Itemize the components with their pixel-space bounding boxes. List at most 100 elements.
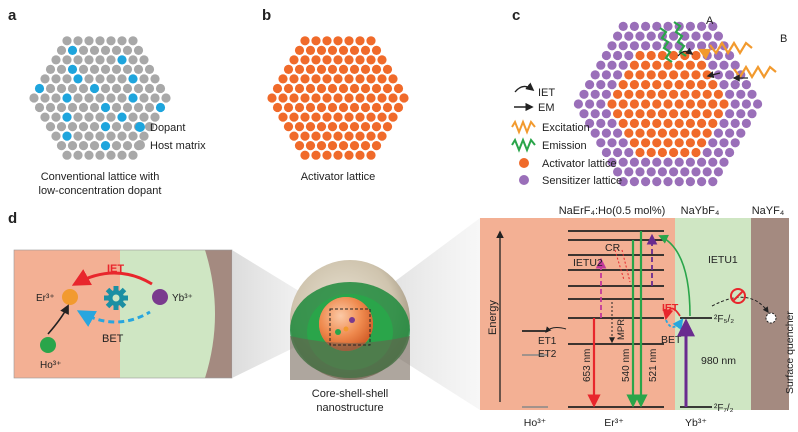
lattice-ion <box>128 112 138 122</box>
lattice-ion <box>680 167 690 177</box>
lattice-ion <box>624 70 634 80</box>
activator-ion <box>311 131 321 141</box>
iet-arrow-energy <box>662 307 681 321</box>
activator-ion <box>305 64 316 74</box>
activator-ion <box>316 83 327 94</box>
lattice-ion <box>730 118 740 128</box>
lattice-ion <box>73 112 83 122</box>
lattice-ion <box>67 141 78 151</box>
er-ho-transfer-arrow <box>47 304 69 335</box>
ietu1-arrow <box>658 234 691 317</box>
lattice-ion <box>646 109 656 119</box>
lattice-ion <box>45 83 56 94</box>
lattice-ion <box>573 99 584 109</box>
activator-ion <box>366 112 376 122</box>
lattice-ion <box>719 138 729 148</box>
lattice-ion <box>674 80 684 90</box>
legend-em: EM <box>538 102 555 114</box>
orange-wave-icon <box>511 119 536 135</box>
activator-ion <box>327 83 338 94</box>
activator-ion <box>322 112 332 122</box>
lattice-ion <box>111 45 122 56</box>
lattice-ion <box>590 109 600 119</box>
lattice-ion <box>106 112 116 122</box>
lattice-ion <box>674 99 684 109</box>
legend-activator: Activator lattice <box>542 158 617 170</box>
lattice-ion <box>702 167 712 177</box>
activator-ion <box>338 122 349 132</box>
activator-ion <box>327 141 338 151</box>
lattice-ion <box>635 89 645 99</box>
lattice-ion <box>51 93 61 103</box>
lattice-ion <box>629 80 640 90</box>
lattice-ion <box>657 89 668 99</box>
activator-ion <box>283 83 294 94</box>
lattice-ion <box>691 167 701 177</box>
activator-ion <box>355 74 365 84</box>
lattice-ion <box>747 89 757 99</box>
activator-ion <box>388 112 398 122</box>
excitation-wave-b <box>733 64 777 80</box>
lattice-ion <box>150 93 160 103</box>
lattice-ion <box>111 102 122 113</box>
lattice-ion <box>84 150 94 160</box>
lattice-ion <box>40 112 50 122</box>
lattice-ion <box>702 89 712 99</box>
lattice-ion <box>730 99 740 109</box>
activator-ion <box>316 45 327 56</box>
activator-ion <box>289 74 299 84</box>
lattice-ion <box>719 157 729 167</box>
lattice-ion <box>618 60 628 70</box>
lattice-ion <box>663 118 673 128</box>
lattice-ion <box>78 45 89 56</box>
activator-ion <box>333 36 343 46</box>
lattice-ion <box>128 93 138 103</box>
lattice-ion <box>669 89 679 99</box>
lattice-ion <box>618 118 628 128</box>
lattice-ion <box>122 141 133 151</box>
lattice-ion <box>122 64 133 74</box>
panel-b-caption: Activator lattice <box>301 171 376 183</box>
lattice-ion <box>652 177 662 187</box>
lattice-ion <box>685 157 696 167</box>
mpr-label: MPR <box>616 319 627 340</box>
lattice-ion <box>697 21 707 31</box>
activator-ion <box>316 64 327 74</box>
lattice-ion <box>629 118 640 128</box>
lattice-ion <box>641 60 651 70</box>
ietu1-label: IETU1 <box>708 254 738 266</box>
activator-ion <box>300 55 310 65</box>
activator-ion <box>322 93 332 103</box>
lattice-ion <box>590 89 600 99</box>
curved-arrow-icon <box>514 82 535 93</box>
lattice-ion <box>674 118 684 128</box>
lattice-ion <box>596 138 606 148</box>
green-wave-icon <box>511 137 536 153</box>
yb-lower-level-label: ²F₇/₂ <box>714 403 734 414</box>
ho-ion <box>40 337 56 353</box>
lattice-ion <box>629 99 640 109</box>
lattice-ion <box>133 64 144 74</box>
ion-axis-ho: Ho³⁺ <box>524 417 547 429</box>
activator-ion <box>344 36 354 46</box>
lattice-ion <box>730 60 740 70</box>
lattice-ion <box>144 122 155 132</box>
activator-ion <box>355 55 365 65</box>
activator-ion <box>333 55 343 65</box>
lattice-ion <box>144 64 155 74</box>
activator-ion <box>289 112 299 122</box>
activator-ion <box>366 36 376 46</box>
ho-ion-label: Ho³⁺ <box>40 360 61 371</box>
lattice-ion <box>641 177 651 187</box>
lattice-ion <box>691 147 701 158</box>
lattice-ion <box>607 118 617 128</box>
et1-arrow <box>545 326 567 333</box>
lattice-ion <box>652 157 662 167</box>
lattice-ion <box>691 128 701 138</box>
legend-iet: IET <box>538 87 555 99</box>
lattice-ion <box>590 128 600 138</box>
lattice-ion <box>596 118 606 128</box>
lattice-ion <box>128 74 138 84</box>
lattice-ion <box>62 55 72 65</box>
